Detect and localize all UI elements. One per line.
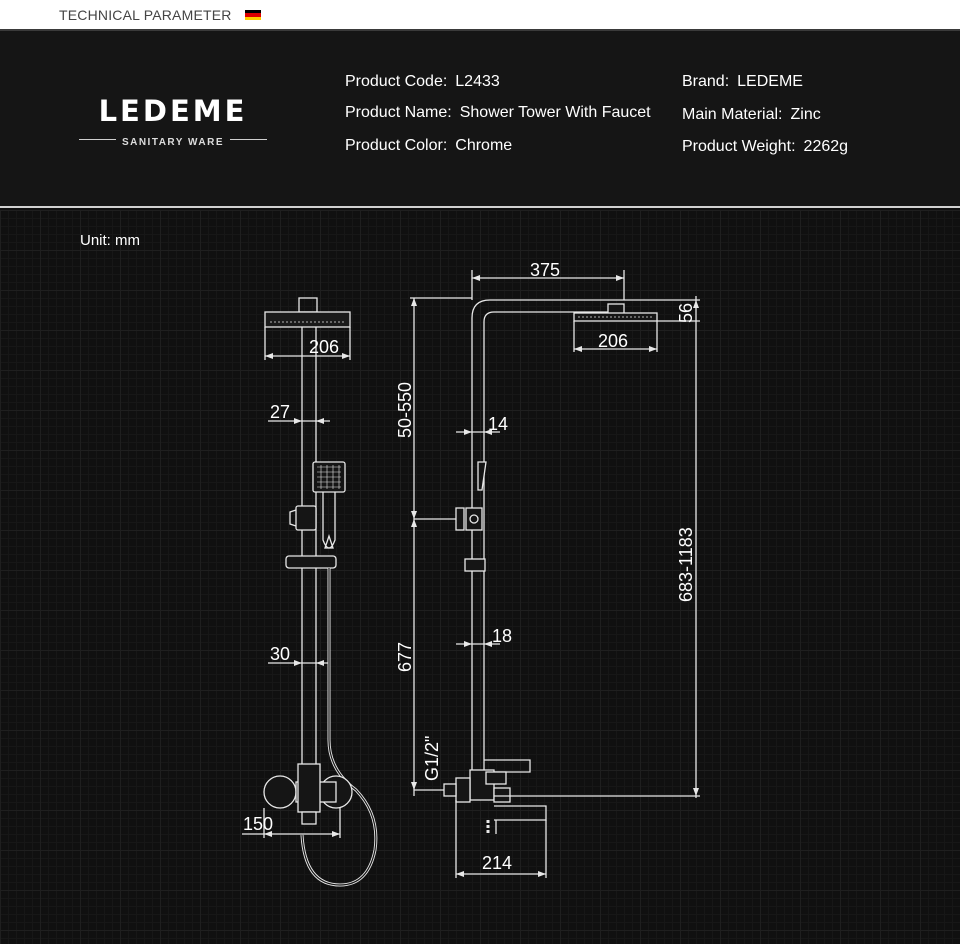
dim-rail-adjust: 50-550 bbox=[395, 382, 415, 438]
dim-spout-length: 214 bbox=[482, 853, 512, 873]
spec-value: Zinc bbox=[790, 106, 821, 123]
unit-label: Unit: mm bbox=[80, 232, 140, 249]
dim-total-height: 683-1183 bbox=[676, 527, 696, 602]
dim-side-pipe: 18 bbox=[492, 626, 512, 646]
drawing-grid-background bbox=[0, 210, 960, 944]
spec-label: Product Name: bbox=[345, 104, 452, 121]
dim-side-rail: 14 bbox=[488, 414, 508, 434]
spec-value: L2433 bbox=[455, 73, 500, 90]
dim-front-head-width: 206 bbox=[309, 337, 339, 357]
dim-lower-height: 677 bbox=[395, 642, 415, 672]
dim-front-pipe: 30 bbox=[270, 644, 290, 664]
spec-product-code: Product Code: L2433 bbox=[345, 73, 500, 91]
front-mixer-body bbox=[297, 763, 321, 813]
spec-value: Shower Tower With Faucet bbox=[459, 104, 651, 121]
spec-brand: Brand: LEDEME bbox=[682, 73, 803, 91]
german-flag-icon bbox=[245, 10, 261, 20]
spec-product-weight: Product Weight: 2262g bbox=[682, 138, 848, 156]
brand-logo: LEDEME SANITARY WARE bbox=[79, 94, 267, 148]
bath-spout bbox=[494, 805, 547, 821]
dim-thread: G1/2" bbox=[422, 736, 442, 781]
front-view bbox=[242, 297, 378, 887]
slide-bar-holder bbox=[285, 555, 337, 569]
spec-label: Main Material: bbox=[682, 106, 783, 123]
top-bar: TECHNICAL PARAMETER bbox=[0, 0, 960, 31]
dim-side-head-width: 206 bbox=[598, 331, 628, 351]
spec-product-color: Product Color: Chrome bbox=[345, 137, 512, 155]
section-title: TECHNICAL PARAMETER bbox=[59, 7, 232, 23]
spec-label: Brand: bbox=[682, 73, 730, 90]
product-header: LEDEME SANITARY WARE bbox=[0, 31, 960, 208]
front-hose bbox=[300, 568, 378, 887]
front-head-connector bbox=[298, 297, 318, 313]
front-shower-head bbox=[264, 311, 351, 328]
dimension-arrows bbox=[264, 275, 699, 877]
dim-front-rail: 27 bbox=[270, 402, 290, 422]
logo-tagline: SANITARY WARE bbox=[115, 137, 231, 148]
side-view bbox=[410, 270, 700, 878]
spec-value: 2262g bbox=[803, 138, 849, 155]
front-mixer-left bbox=[263, 775, 297, 809]
spec-label: Product Color: bbox=[345, 137, 448, 154]
dim-front-mixer-width: 150 bbox=[243, 814, 273, 834]
spec-value: LEDEME bbox=[737, 73, 803, 90]
spec-main-material: Main Material: Zinc bbox=[682, 106, 821, 124]
spec-label: Product Weight: bbox=[682, 138, 796, 155]
dim-arm-length: 375 bbox=[530, 260, 560, 280]
logo-name: LEDEME bbox=[98, 94, 248, 128]
dim-head-height: 56 bbox=[676, 303, 696, 323]
spec-value: Chrome bbox=[455, 137, 513, 154]
spec-label: Product Code: bbox=[345, 73, 448, 90]
side-shower-arm bbox=[471, 299, 624, 566]
spec-product-name: Product Name: Shower Tower With Faucet bbox=[345, 104, 651, 122]
